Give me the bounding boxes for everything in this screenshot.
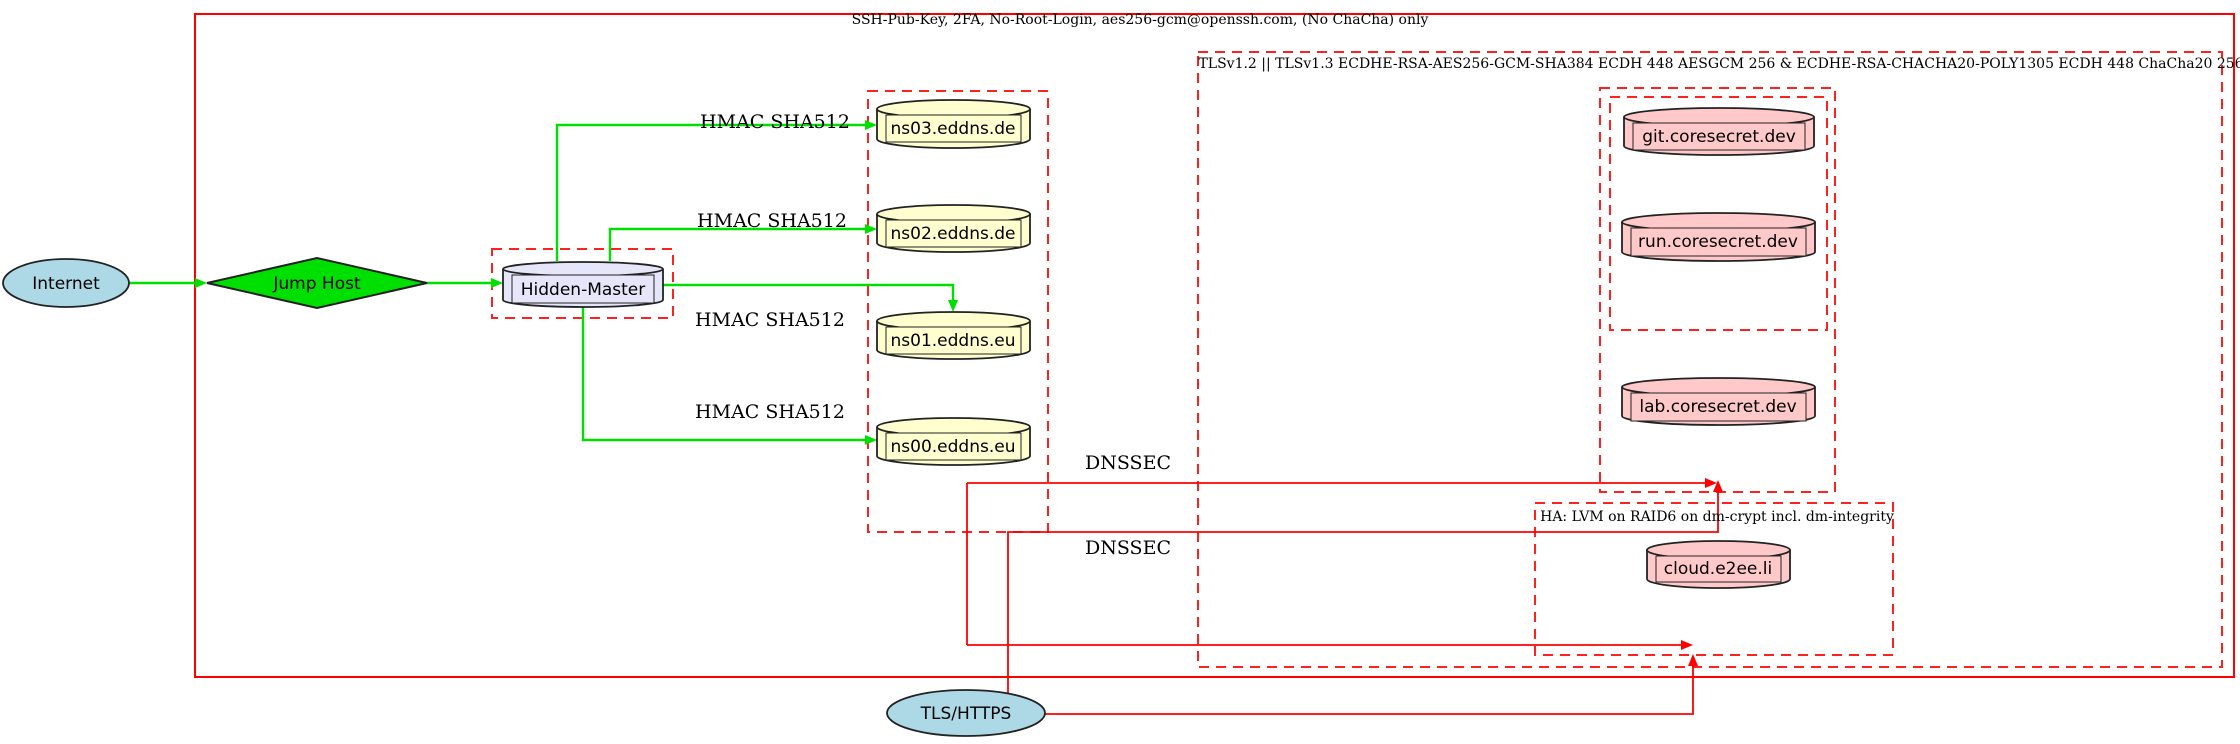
- arrowhead-ns00: [865, 435, 877, 445]
- edge-hiddenmaster-ns03: [555, 123, 866, 261]
- internet-label: Internet: [32, 274, 100, 294]
- red-edges: [966, 482, 1719, 715]
- arrowhead-jumphost: [195, 278, 207, 288]
- git-node: [1623, 107, 1815, 156]
- git-label: git.coresecret.dev: [1642, 127, 1796, 147]
- edge-tlshttps-ha: [1045, 666, 1694, 715]
- jump-host-label: Jump Host: [273, 274, 361, 294]
- lab-node: [1621, 377, 1816, 426]
- run-label: run.coresecret.dev: [1638, 232, 1798, 252]
- ns00-node: [876, 417, 1031, 466]
- ns02-node: [876, 204, 1031, 253]
- ns02-label: ns02.eddns.de: [890, 224, 1016, 244]
- hidden-master-label: Hidden-Master: [520, 280, 646, 300]
- arrowhead-ns03: [865, 120, 877, 130]
- ha-cluster-label: HA: LVM on RAID6 on dm-crypt incl. dm-in…: [1540, 509, 1894, 525]
- tls-cluster-label: TLSv1.2 || TLSv1.3 ECDHE-RSA-AES256-GCM-…: [1198, 56, 2240, 72]
- arrowhead-ns02: [865, 224, 877, 234]
- ns01-node: [876, 311, 1031, 360]
- hmac-label-ns02: HMAC SHA512: [697, 210, 847, 232]
- internet-node: [2, 258, 130, 308]
- green-edges: [129, 123, 955, 442]
- arrowhead-coresecret-right: [1705, 478, 1717, 488]
- tls-https-label: TLS/HTTPS: [920, 704, 1012, 724]
- edge-hiddenmaster-ns02: [608, 227, 866, 261]
- run-node: [1621, 212, 1816, 262]
- tls-https-node: [886, 689, 1046, 737]
- ns03-label: ns03.eddns.de: [890, 119, 1016, 139]
- ha-cluster-box: [1534, 502, 1894, 656]
- hmac-label-ns03: HMAC SHA512: [700, 111, 850, 133]
- green-arrowheads: [195, 120, 958, 445]
- edge-hiddenmaster-ns01: [663, 283, 955, 300]
- ssh-cluster-box: [194, 13, 2235, 678]
- nameserver-cluster-box: [867, 90, 1049, 533]
- dnssec-label-2: DNSSEC: [1085, 537, 1171, 559]
- cloud-node: [1646, 540, 1791, 589]
- ssh-cluster-label: SSH-Pub-Key, 2FA, No-Root-Login, aes256-…: [851, 12, 1429, 28]
- lab-label: lab.coresecret.dev: [1639, 397, 1797, 417]
- ns00-label: ns00.eddns.eu: [890, 437, 1016, 457]
- tls-cluster-box: [1197, 51, 2223, 668]
- hmac-label-ns00: HMAC SHA512: [695, 401, 845, 423]
- red-arrowheads: [1681, 478, 1723, 666]
- arrowhead-coresecret-up: [1713, 480, 1723, 492]
- cloud-label: cloud.e2ee.li: [1663, 559, 1773, 579]
- arrowhead-ha-up: [1688, 654, 1698, 666]
- ns01-label: ns01.eddns.eu: [890, 331, 1016, 351]
- edge-hiddenmaster-ns00: [581, 307, 866, 442]
- hidden-master-node: [502, 261, 664, 308]
- hmac-label-ns01: HMAC SHA512: [695, 309, 845, 331]
- arrowhead-hiddenmaster: [491, 278, 503, 288]
- dnssec-label-1: DNSSEC: [1085, 452, 1171, 474]
- arrowhead-ns01: [948, 300, 958, 312]
- edge-tlshttps-coresecret: [1007, 492, 1719, 693]
- coresecret-inner-cluster-box: [1609, 96, 1828, 331]
- arrowhead-ha-right: [1681, 640, 1693, 650]
- ns03-node: [876, 99, 1031, 149]
- jump-host-node: [206, 256, 428, 310]
